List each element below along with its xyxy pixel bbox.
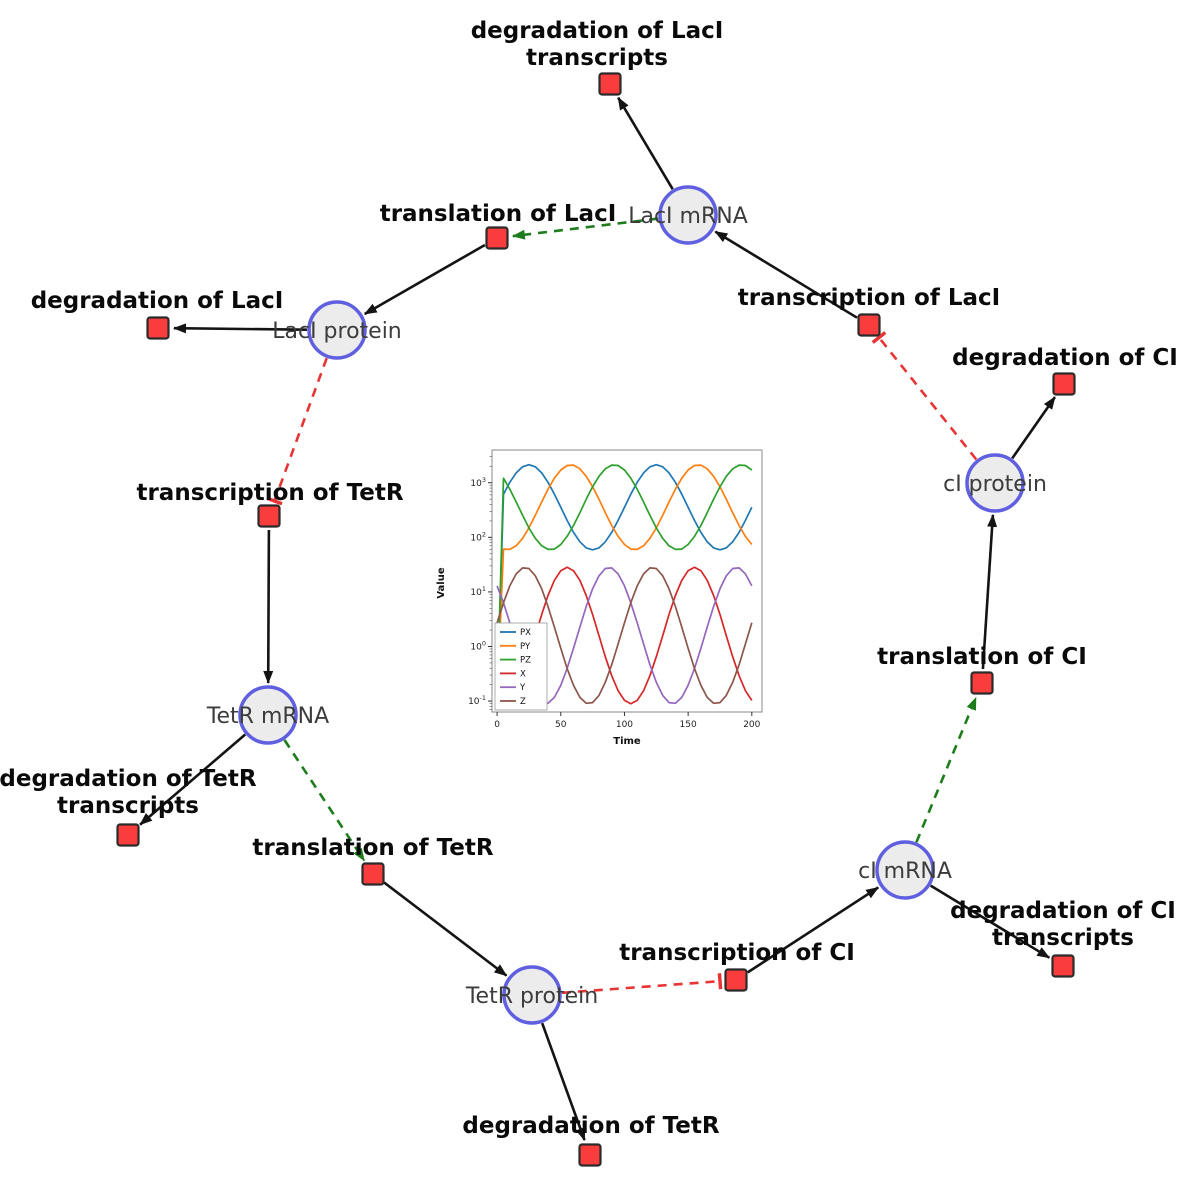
chart-x-tick: 150 [680,720,697,730]
chart-y-tick: 100 [470,640,486,653]
chart-x-tick: 100 [616,720,633,730]
reaction-node-degradation-ci-transcripts[interactable] [1051,954,1075,978]
chart-series-PX [496,463,753,702]
chart-xlabel: Time [613,736,641,747]
edge-translation-tetr-tetr-protein [383,881,508,977]
edge-laci-mrna-translation-laci [511,217,659,240]
chart-ylabel: Value [436,567,447,598]
reaction-node-degradation-tetr-transcripts[interactable] [116,823,140,847]
chart-series-Z [496,567,753,705]
reaction-label-degradation-tetr: degradation of TetR [462,1113,719,1139]
chart-y-tick: 10-1 [468,694,486,707]
reaction-node-transcription-tetr[interactable] [257,504,281,528]
species-label-tetr-mrna: TetR mRNA [206,704,329,729]
reaction-label-transcription-ci: transcription of CI [619,940,855,966]
chart-x-tick: 0 [494,720,500,730]
chart-y-tick: 103 [470,476,486,489]
legend-label-X: X [520,669,526,679]
species-node-ci-mrna[interactable] [875,840,935,900]
nodes-layer [116,72,1076,1167]
species-label-laci-mrna: LacI mRNA [628,204,748,229]
species-node-laci-mrna[interactable] [658,185,718,245]
chart-x-tick: 200 [743,720,760,730]
reaction-label-translation-tetr: translation of TetR [252,835,493,861]
reaction-node-degradation-tetr[interactable] [578,1143,602,1167]
legend-label-PX: PX [520,628,531,638]
reaction-label-degradation-laci: degradation of LacI [31,288,284,314]
reaction-node-transcription-ci[interactable] [724,968,748,992]
chart-y-tick: 101 [470,585,486,598]
edge-translation-ci-ci-protein [981,513,998,670]
species-node-ci-protein[interactable] [965,453,1025,513]
edge-tetr-protein-degradation-tetr [540,1022,586,1141]
edges-layer [139,96,1056,1141]
reaction-label-degradation-ci: degradation of CI [952,345,1178,371]
chart-y-tick: 102 [470,530,486,543]
chart-series-X [496,566,753,705]
edge-transcription-tetr-tetr-mrna [263,529,274,684]
chart-series-PY [496,464,753,702]
edge-translation-laci-laci-protein [363,243,486,316]
reaction-node-translation-tetr[interactable] [361,862,385,886]
species-label-tetr-protein: TetR protein [465,984,598,1009]
legend-label-PY: PY [520,642,531,652]
reaction-node-translation-ci[interactable] [970,671,994,695]
species-node-tetr-protein[interactable] [502,965,562,1025]
edge-ci-protein-transcription-laci [871,331,978,461]
legend-label-Z: Z [520,697,526,707]
chart-series-PZ [496,464,753,702]
edge-ci-mrna-translation-ci [915,696,978,843]
reaction-label-transcription-laci: transcription of LacI [738,285,1001,311]
legend-label-PZ: PZ [520,656,531,666]
legend-label-Y: Y [519,683,526,693]
species-node-tetr-mrna[interactable] [238,685,298,745]
edge-ci-mrna-degradation-ci-transcripts [929,884,1051,959]
reaction-node-transcription-laci[interactable] [857,313,881,337]
reaction-node-degradation-ci[interactable] [1052,372,1076,396]
species-label-ci-mrna: cI mRNA [858,859,952,884]
edge-tetr-mrna-degradation-tetr-transcripts [139,733,247,826]
species-node-laci-protein[interactable] [307,300,367,360]
reaction-label-transcription-tetr: transcription of TetR [136,480,403,506]
reaction-node-translation-laci[interactable] [485,226,509,250]
chart-series-layer [496,463,753,705]
reaction-node-degradation-laci-transcripts[interactable] [598,72,622,96]
edge-laci-protein-degradation-laci [173,323,308,334]
edge-laci-mrna-degradation-laci-transcripts [617,96,674,190]
chart-x-tick: 50 [555,720,567,730]
species-label-laci-protein: LacI protein [272,319,402,344]
chart-legend: PX PY PZ XYZ [494,622,548,711]
edge-tetr-mrna-translation-tetr [283,739,366,862]
reaction-label-translation-ci: translation of CI [877,644,1087,670]
edge-transcription-laci-laci-mrna [714,230,858,319]
edge-ci-protein-degradation-ci [1011,396,1056,460]
species-label-ci-protein: cI protein [943,472,1047,497]
reaction-node-degradation-laci[interactable] [146,316,170,340]
edge-tetr-protein-transcription-ci [561,973,723,995]
reaction-label-translation-laci: translation of LacI [380,201,617,227]
edge-transcription-ci-ci-mrna [746,886,880,974]
